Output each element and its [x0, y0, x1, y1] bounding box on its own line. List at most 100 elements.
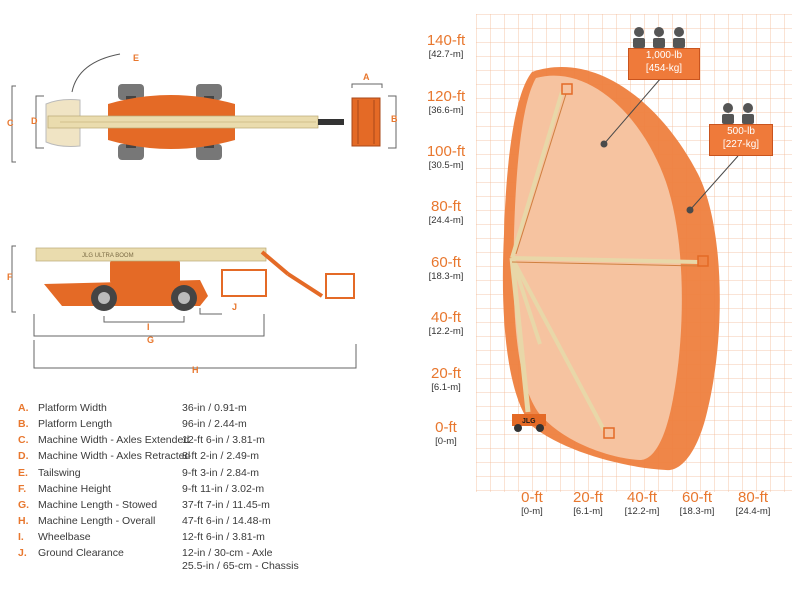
y-axis-label-140: 140-ft [42.7-m] — [418, 33, 474, 61]
dimension-f-letter: F — [7, 272, 13, 282]
dimension-g-letter: G — [147, 335, 155, 345]
y-axis-label-20: 20-ft [6.1-m] — [418, 365, 474, 394]
spec-letter: B. — [18, 418, 29, 430]
boom-side — [35, 247, 267, 262]
y-axis-feet: 80-ft — [430, 198, 461, 215]
spec-label: Machine Width - Axles Retracted — [38, 450, 191, 462]
worker-icons-outer — [722, 103, 754, 124]
spec-value: 12-in / 30-cm - Axle — [182, 547, 273, 559]
x-axis-label-40: 40-ft [12.2-m] — [612, 489, 672, 518]
spec-label: Machine Height — [38, 483, 111, 495]
spec-value: 12-ft 6-in / 3.81-m — [182, 531, 265, 543]
x-axis-feet: 60-ft — [681, 489, 712, 506]
spec-value-secondary: 25.5-in / 65-cm - Chassis — [182, 560, 299, 572]
spec-letter: J. — [18, 547, 27, 559]
tire — [196, 144, 222, 160]
spec-label: Wheelbase — [38, 531, 91, 543]
spec-letter: E. — [18, 467, 28, 479]
spec-value: 36-in / 0.91-m — [182, 402, 247, 414]
y-axis-feet: 20-ft — [430, 365, 461, 382]
x-axis-label-60: 60-ft [18.3-m] — [667, 489, 727, 518]
x-axis-feet: 0-ft — [521, 489, 543, 506]
spec-value: 37-ft 7-in / 11.45-m — [182, 499, 270, 511]
spec-letter: C. — [18, 434, 29, 446]
spec-label: Machine Length - Stowed — [38, 499, 158, 511]
dimension-j-letter: J — [232, 302, 238, 312]
spec-label: Machine Width - Axles Extended — [38, 434, 190, 446]
x-axis-label-0: 0-ft [0-m] — [502, 489, 562, 518]
load-capacity-500lb: 500-lb [227-kg] — [709, 124, 773, 156]
tire — [196, 84, 222, 100]
y-axis-feet: 60-ft — [430, 254, 461, 271]
y-axis-label-0: 0-ft [0-m] — [418, 420, 474, 448]
load-capacity-1000lb: 1,000-lb [454-kg] — [628, 48, 700, 80]
tailswing-arc — [71, 53, 121, 93]
x-axis-feet: 40-ft — [626, 489, 657, 506]
y-axis-meters: [42.7-m] — [428, 49, 464, 60]
brand-logo: JLG — [522, 418, 536, 425]
dimension-i-letter: I — [147, 322, 150, 332]
envelope-machine: JLG — [512, 414, 546, 432]
y-axis-meters: [24.4-m] — [428, 215, 464, 226]
working-envelope-chart: JLG — [476, 14, 792, 492]
dimension-a-bracket — [351, 83, 383, 88]
x-axis-meters: [6.1-m] — [573, 506, 603, 517]
y-axis-feet: 120-ft — [426, 88, 466, 105]
y-axis-meters: [18.3-m] — [428, 271, 464, 282]
spec-label: Ground Clearance — [38, 547, 124, 559]
load-capacity-500lb-metric: [227-kg] — [722, 139, 760, 150]
spec-letter: I. — [18, 531, 24, 543]
x-axis-label-20: 20-ft [6.1-m] — [558, 489, 618, 518]
y-axis-meters: [36.6-m] — [428, 105, 464, 116]
worker-icons-inner — [633, 27, 685, 48]
spec-value: 47-ft 6-in / 14.48-m — [182, 515, 271, 527]
dimension-h-letter: H — [192, 365, 199, 375]
platform-marker — [603, 427, 615, 439]
machine-side-view: JLG ULTRA BOOM — [11, 245, 357, 369]
spec-label: Tailswing — [38, 467, 81, 479]
boom-decal-text: JLG ULTRA BOOM — [82, 253, 134, 259]
spec-label: Machine Length - Overall — [38, 515, 156, 527]
x-axis-feet: 20-ft — [572, 489, 603, 506]
spec-label: Platform Length — [38, 418, 113, 430]
spec-value: 12-ft 6-in / 3.81-m — [182, 434, 265, 446]
spec-value: 8-ft 2-in / 2.49-m — [182, 450, 260, 462]
spec-letter: G. — [18, 499, 30, 511]
machine-top-view — [11, 53, 397, 163]
x-axis-meters: [12.2-m] — [624, 506, 660, 517]
dimension-a-letter: A — [363, 72, 370, 82]
y-axis-feet: 100-ft — [426, 143, 466, 160]
chassis-side — [44, 280, 208, 306]
platform-top — [351, 97, 381, 147]
y-axis-meters: [30.5-m] — [428, 160, 464, 171]
dimension-d-letter: D — [31, 116, 38, 126]
y-axis-label-60: 60-ft [18.3-m] — [418, 254, 474, 283]
x-axis-meters: [24.4-m] — [735, 506, 771, 517]
spec-letter: F. — [18, 483, 27, 495]
platform-marker — [561, 83, 573, 95]
x-axis-meters: [0-m] — [521, 506, 543, 517]
y-axis-feet: 40-ft — [430, 309, 461, 326]
tire — [118, 144, 144, 160]
dimension-b-bracket — [388, 95, 397, 149]
dimension-e-letter: E — [133, 53, 140, 63]
y-axis-label-80: 80-ft [24.4-m] — [418, 198, 474, 227]
y-axis-meters: [12.2-m] — [428, 326, 464, 337]
spec-value: 9-ft 11-in / 3.02-m — [182, 483, 265, 495]
spec-letter: A. — [18, 402, 29, 414]
y-axis-label-100: 100-ft [30.5-m] — [418, 143, 474, 172]
spec-letter: H. — [18, 515, 29, 527]
x-axis-feet: 80-ft — [737, 489, 768, 506]
platform-side — [325, 273, 355, 299]
spec-value: 9-ft 3-in / 2.84-m — [182, 467, 260, 479]
y-axis-label-120: 120-ft [36.6-m] — [418, 88, 474, 117]
y-axis-label-40: 40-ft [12.2-m] — [418, 309, 474, 338]
spec-letter: D. — [18, 450, 29, 462]
dimension-c-letter: C — [7, 118, 14, 128]
x-axis-meters: [18.3-m] — [679, 506, 715, 517]
dimension-d-bracket — [35, 95, 44, 149]
spec-label: Platform Width — [38, 402, 107, 414]
y-axis-meters: [0-m] — [435, 436, 457, 447]
y-axis-meters: [6.1-m] — [431, 382, 461, 393]
dimension-b-letter: B — [391, 114, 398, 124]
